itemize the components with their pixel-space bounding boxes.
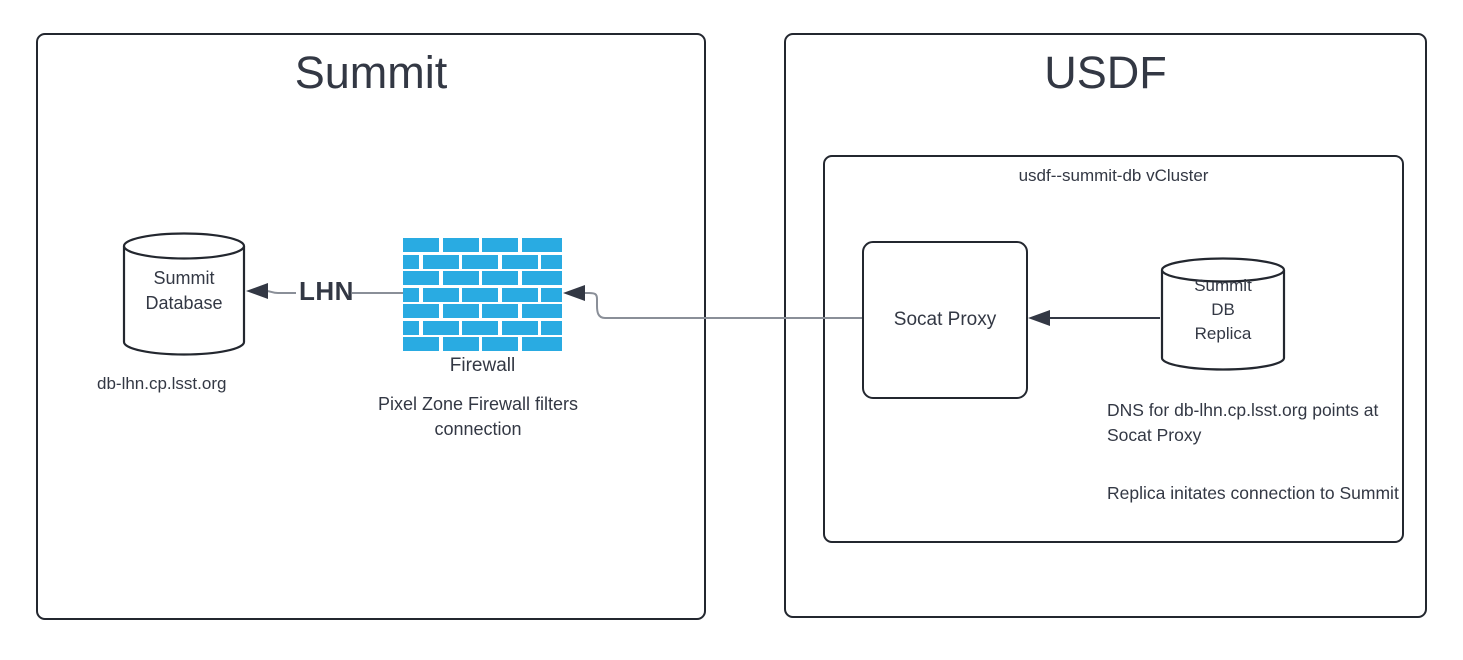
summit-database-label-line2: Database — [145, 293, 223, 313]
summit-database-label: Summit Database — [122, 266, 246, 316]
vcluster-title: usdf--summit-db vCluster — [1018, 166, 1209, 185]
socat-proxy-box[interactable]: Socat Proxy — [862, 241, 1028, 399]
firewall-icon[interactable]: Firewall — [403, 238, 562, 376]
brick-row — [403, 320, 562, 335]
brick-row — [403, 254, 562, 269]
cylinder-shape — [122, 232, 246, 356]
brick-row — [403, 337, 562, 351]
replica-connection-note: Replica initates connection to Summit — [1107, 483, 1399, 503]
replica-label-line3: Replica — [1194, 324, 1252, 343]
summit-db-replica-label: Summit DB Replica — [1160, 274, 1286, 346]
summit-database-label-line1: Summit — [153, 268, 215, 288]
socat-proxy-label: Socat Proxy — [893, 309, 997, 330]
cylinder-shape — [1160, 257, 1286, 371]
lhn-link-label: LHN — [296, 276, 357, 306]
brick-row — [403, 271, 562, 285]
firewall-caption: Firewall — [449, 355, 516, 376]
summit-database-hostname-note: db-lhn.cp.lsst.org — [97, 374, 227, 393]
summit-zone-title: Summit — [294, 47, 448, 98]
brick-row — [403, 304, 562, 318]
usdf-zone-title: USDF — [1044, 47, 1167, 98]
replica-label-line1: Summit — [1194, 276, 1252, 295]
firewall-filter-note: Pixel Zone Firewall filters connection — [377, 394, 579, 439]
brick-row — [403, 287, 562, 302]
brick-row — [403, 238, 562, 252]
summit-zone-box: Summit — [36, 33, 706, 620]
dns-note: DNS for db-lhn.cp.lsst.org points at Soc… — [1107, 400, 1379, 445]
summit-database-cylinder[interactable]: Summit Database — [122, 232, 246, 356]
summit-db-replica-cylinder[interactable]: Summit DB Replica — [1160, 257, 1286, 371]
replica-label-line2: DB — [1211, 300, 1235, 319]
